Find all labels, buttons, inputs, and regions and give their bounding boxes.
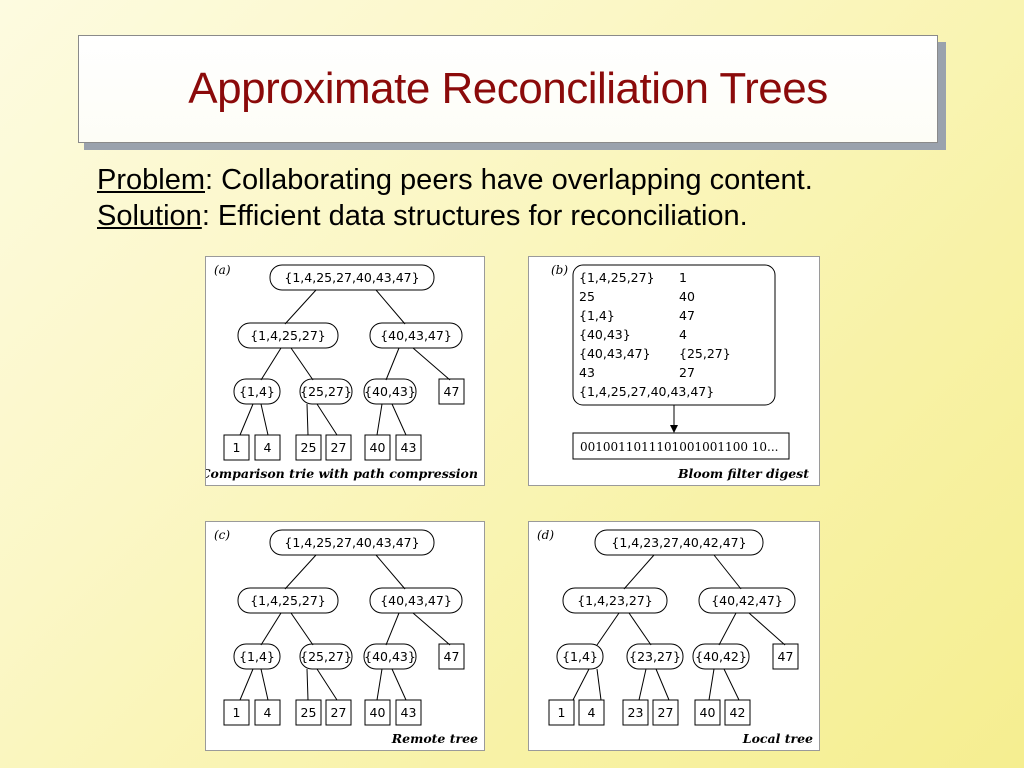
panel-c-tree: {1,4,25,27,40,43,47} {1,4,25,27} {40,43,… bbox=[214, 528, 478, 746]
bloom-value: {25,27} bbox=[679, 346, 731, 361]
panel-c-l2-1: {25,27} bbox=[300, 649, 352, 664]
panel-b-tag: (b) bbox=[551, 263, 568, 277]
panel-d-leaf: 27 bbox=[658, 705, 674, 720]
panel-a-leaf: 27 bbox=[331, 440, 347, 455]
panel-a: {1,4,25,27,40,43,47} {1,4,25,27} {40,43,… bbox=[205, 256, 485, 486]
panel-d-l1-right: {40,42,47} bbox=[711, 593, 783, 608]
body-text: Problem: Collaborating peers have overla… bbox=[97, 162, 813, 234]
bloom-key: {40,43} bbox=[579, 327, 631, 342]
panel-a-leaf: 43 bbox=[401, 440, 417, 455]
bloom-value: 47 bbox=[679, 308, 695, 323]
bloom-digest: 0010011011101001001100 10... bbox=[580, 440, 779, 454]
panel-c-l2-2: {40,43} bbox=[364, 649, 416, 664]
bloom-value: 1 bbox=[679, 270, 687, 285]
panel-d-tag: (d) bbox=[537, 528, 554, 542]
panel-d-leaf: 4 bbox=[588, 705, 596, 720]
panel-a-l1-right: {40,43,47} bbox=[380, 328, 452, 343]
panel-d-leaf: 40 bbox=[700, 705, 716, 720]
panel-b-digest: {1,4,25,27} 1 25 40 {1,4} 47 {40,43} 4 {… bbox=[551, 263, 809, 481]
panel-a-caption: Comparison trie with path compression bbox=[206, 466, 478, 481]
bloom-key: {1,4,25,27,40,43,47} bbox=[579, 384, 714, 399]
panel-c-tag: (c) bbox=[214, 528, 230, 542]
bloom-key: {1,4} bbox=[579, 308, 615, 323]
panel-c-leaf: 43 bbox=[401, 705, 417, 720]
panel-a-leaf: 4 bbox=[264, 440, 272, 455]
bloom-value: 40 bbox=[679, 289, 695, 304]
solution-line: Solution: Efficient data structures for … bbox=[97, 198, 813, 234]
panel-c-leaf: 25 bbox=[301, 705, 317, 720]
panel-a-leaf: 40 bbox=[370, 440, 386, 455]
panel-c-l2-0: {1,4} bbox=[239, 649, 275, 664]
panel-c-leaf: 40 bbox=[370, 705, 386, 720]
solution-label: Solution bbox=[97, 200, 202, 232]
panel-a-leaf: 25 bbox=[301, 440, 317, 455]
panel-b-caption: Bloom filter digest bbox=[677, 466, 809, 481]
panel-d-tree: {1,4,23,27,40,42,47} {1,4,23,27} {40,42,… bbox=[537, 528, 813, 746]
panel-b: {1,4,25,27} 1 25 40 {1,4} 47 {40,43} 4 {… bbox=[528, 256, 820, 486]
panel-a-l2-3: 47 bbox=[444, 384, 460, 399]
bloom-key: {40,43,47} bbox=[579, 346, 651, 361]
bloom-key: 25 bbox=[579, 289, 595, 304]
panel-c-leaf: 4 bbox=[264, 705, 272, 720]
panel-d-leaf: 23 bbox=[628, 705, 644, 720]
panel-c-root: {1,4,25,27,40,43,47} bbox=[284, 535, 419, 550]
panel-d-l2-2: {40,42} bbox=[695, 649, 747, 664]
panel-a-tag: (a) bbox=[214, 263, 231, 277]
panel-a-leaf: 1 bbox=[233, 440, 241, 455]
bloom-key: 43 bbox=[579, 365, 595, 380]
problem-label: Problem bbox=[97, 164, 205, 196]
panel-c-leaf: 1 bbox=[233, 705, 241, 720]
panel-a-tree: {1,4,25,27,40,43,47} {1,4,25,27} {40,43,… bbox=[206, 263, 478, 481]
panel-d: {1,4,23,27,40,42,47} {1,4,23,27} {40,42,… bbox=[528, 521, 820, 751]
panel-a-l1-left: {1,4,25,27} bbox=[250, 328, 326, 343]
slide-title: Approximate Reconciliation Trees bbox=[188, 64, 828, 113]
panel-d-l1-left: {1,4,23,27} bbox=[577, 593, 653, 608]
panel-c-l2-3: 47 bbox=[444, 649, 460, 664]
panel-d-l2-0: {1,4} bbox=[562, 649, 598, 664]
bloom-key: {1,4,25,27} bbox=[579, 270, 655, 285]
panel-d-l2-3: 47 bbox=[778, 649, 794, 664]
problem-line: Problem: Collaborating peers have overla… bbox=[97, 162, 813, 198]
panel-d-leaf: 42 bbox=[730, 705, 746, 720]
panel-a-l2-1: {25,27} bbox=[300, 384, 352, 399]
panel-c-leaf: 27 bbox=[331, 705, 347, 720]
panel-d-caption: Local tree bbox=[742, 731, 813, 746]
panel-d-root: {1,4,23,27,40,42,47} bbox=[611, 535, 746, 550]
panel-c: {1,4,25,27,40,43,47} {1,4,25,27} {40,43,… bbox=[205, 521, 485, 751]
problem-text: : Collaborating peers have overlapping c… bbox=[205, 164, 813, 196]
title-box: Approximate Reconciliation Trees bbox=[78, 35, 938, 143]
panel-d-l2-1: {23,27} bbox=[629, 649, 681, 664]
panel-a-l2-2: {40,43} bbox=[364, 384, 416, 399]
panel-d-leaf: 1 bbox=[558, 705, 566, 720]
panel-c-caption: Remote tree bbox=[391, 731, 478, 746]
bloom-value: 4 bbox=[679, 327, 687, 342]
panel-c-l1-left: {1,4,25,27} bbox=[250, 593, 326, 608]
panel-a-root: {1,4,25,27,40,43,47} bbox=[284, 270, 419, 285]
bloom-value: 27 bbox=[679, 365, 695, 380]
solution-text: : Efficient data structures for reconcil… bbox=[201, 200, 748, 232]
panel-c-l1-right: {40,43,47} bbox=[380, 593, 452, 608]
panel-a-l2-0: {1,4} bbox=[239, 384, 275, 399]
